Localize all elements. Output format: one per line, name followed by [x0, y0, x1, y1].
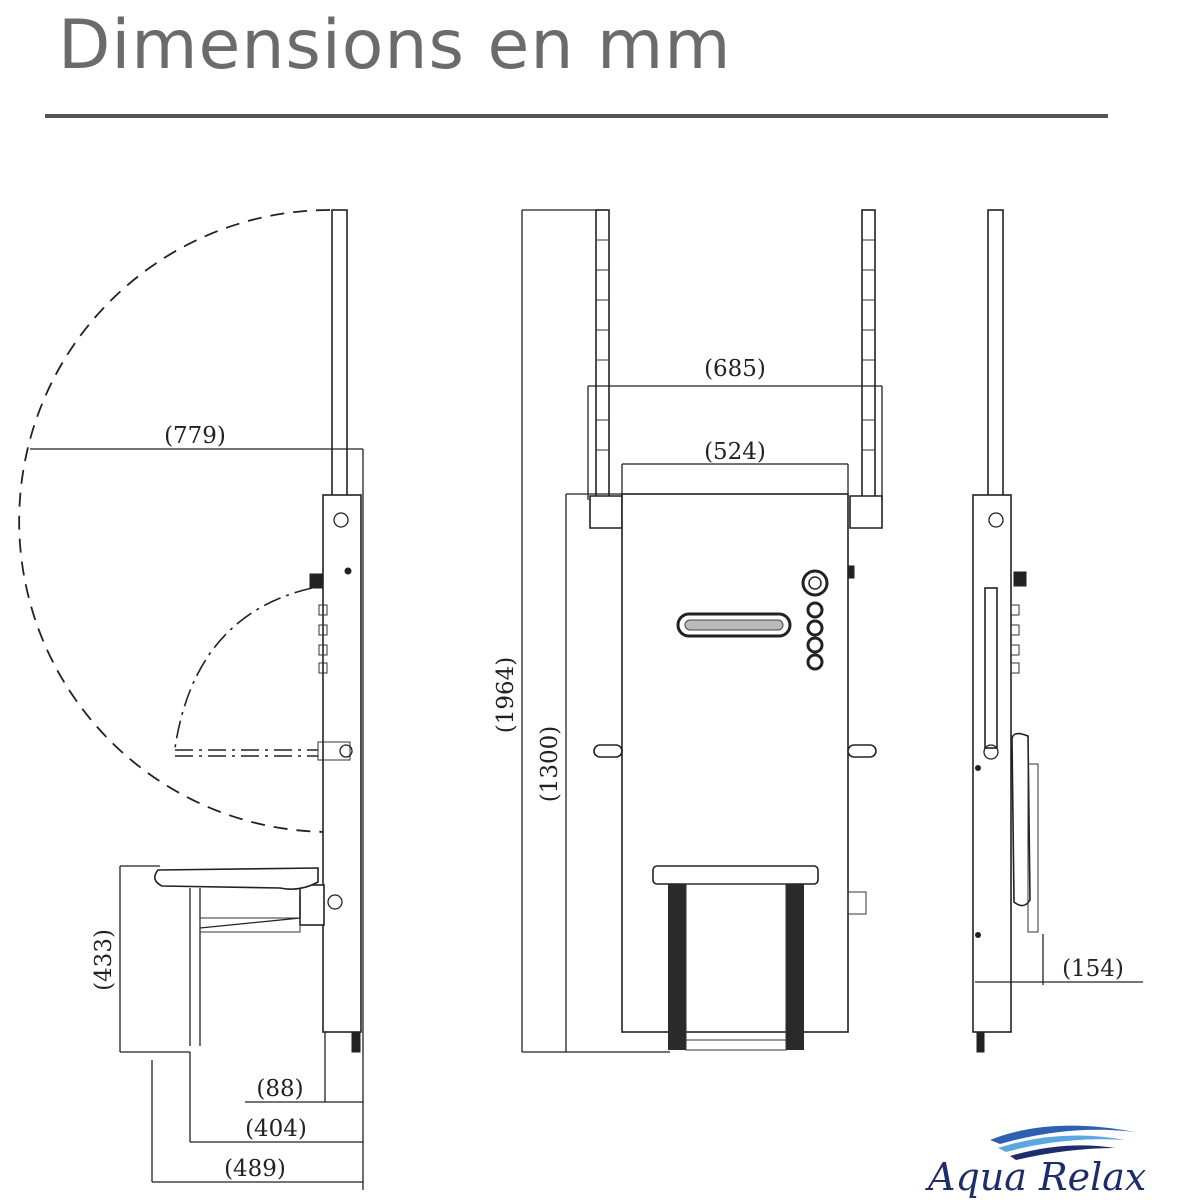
dim-arc-radius: (779) — [164, 423, 226, 449]
column-body-right — [972, 494, 1012, 1033]
dim-seat-depth-folded: (154) — [1062, 956, 1124, 982]
handrail-sweep-arc — [18, 209, 331, 833]
handrail-left — [595, 209, 610, 516]
seat-leg-left — [668, 884, 686, 1050]
jet-button-2 — [806, 619, 824, 637]
aqua-relax-logo: Aqua Relax — [925, 1125, 1146, 1198]
column-foot — [351, 1031, 361, 1053]
title-rule — [45, 114, 1108, 118]
seat-bracket — [299, 884, 325, 926]
dim-frame-outer-width: (685) — [704, 356, 766, 382]
jet-button-3 — [806, 636, 824, 654]
side-view-left — [18, 209, 362, 1053]
column-body — [322, 494, 362, 1033]
dim-wall-to-seat-back: (88) — [256, 1076, 303, 1102]
armrest-stub-left — [593, 744, 623, 758]
bracket-right — [849, 495, 883, 529]
dim-panel-height: (1300) — [537, 726, 563, 802]
logo-wave-icon — [990, 1125, 1135, 1160]
armrest-hinge — [317, 741, 351, 761]
bracket-left — [589, 495, 623, 529]
handrail-upright-right — [987, 209, 1004, 501]
dimension-lines — [30, 209, 1143, 1190]
dim-wall-to-seat-front: (489) — [224, 1156, 286, 1182]
front-view — [589, 209, 883, 1051]
handrail-upright — [331, 209, 348, 501]
side-view-right — [972, 209, 1039, 1053]
dim-seat-height: (433) — [91, 929, 117, 991]
front-seat — [652, 865, 819, 885]
dim-frame-inner-width: (524) — [704, 439, 766, 465]
dim-total-height: (1964) — [493, 657, 519, 733]
seat-folded-right — [1011, 732, 1031, 907]
handrail-right — [861, 209, 876, 516]
dim-wall-to-seat-leg: (404) — [245, 1116, 307, 1142]
seat-leg-right — [786, 884, 804, 1050]
jet-button-1 — [806, 601, 824, 619]
control-knob — [309, 573, 323, 589]
seat-support — [189, 888, 301, 1046]
pivot-knob — [333, 512, 349, 528]
jet-button-4 — [806, 653, 824, 671]
armrest-stub-right — [847, 744, 877, 758]
page-title: Dimensions en mm — [58, 6, 732, 85]
logo-text: Aqua Relax — [925, 1155, 1146, 1198]
armrest-sweep-arc — [174, 587, 313, 749]
thermostat-knob — [801, 569, 829, 597]
armrest-folded-right — [984, 587, 998, 749]
seat-plate — [154, 867, 319, 890]
